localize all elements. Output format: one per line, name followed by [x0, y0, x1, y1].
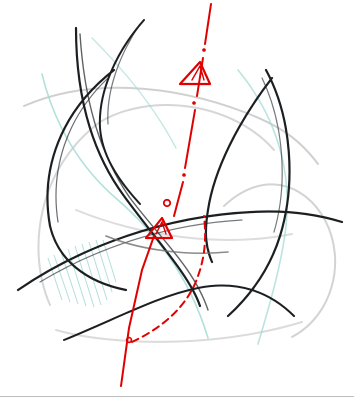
- red-lower-shaft: [121, 236, 154, 386]
- bottom-divider: [0, 396, 354, 397]
- red-arrowhead-top: [180, 62, 210, 84]
- stroke-right-long: [228, 70, 289, 316]
- stroke-tall-left-a: [76, 28, 200, 306]
- red-axis-dot-low: [182, 173, 186, 177]
- red-dashed-end-dot: [127, 338, 132, 343]
- stroke-horizontal-sweep: [18, 211, 342, 290]
- arc-left-cyan: [42, 74, 208, 338]
- arc-circle-left: [38, 105, 274, 305]
- red-pivot-circle: [164, 200, 170, 206]
- red-axis-dot-top: [202, 48, 206, 52]
- arc-middle-gray: [76, 210, 292, 240]
- red-annotations: [121, 4, 211, 386]
- red-axis-dot-mid: [192, 101, 196, 105]
- arc-bottom-gray: [56, 322, 302, 342]
